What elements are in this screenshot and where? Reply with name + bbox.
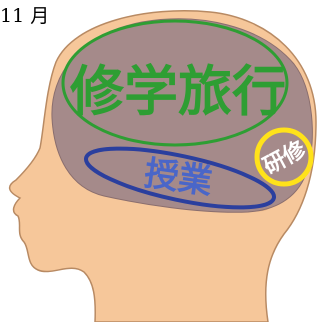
class-label: 授業	[142, 153, 215, 202]
month-label: 11 月	[0, 5, 50, 27]
training-region-outline	[254, 127, 314, 187]
school-trip-region-outline	[61, 19, 289, 147]
school-trip-label: 修学旅行	[70, 60, 286, 123]
class-region-outline	[83, 146, 277, 210]
